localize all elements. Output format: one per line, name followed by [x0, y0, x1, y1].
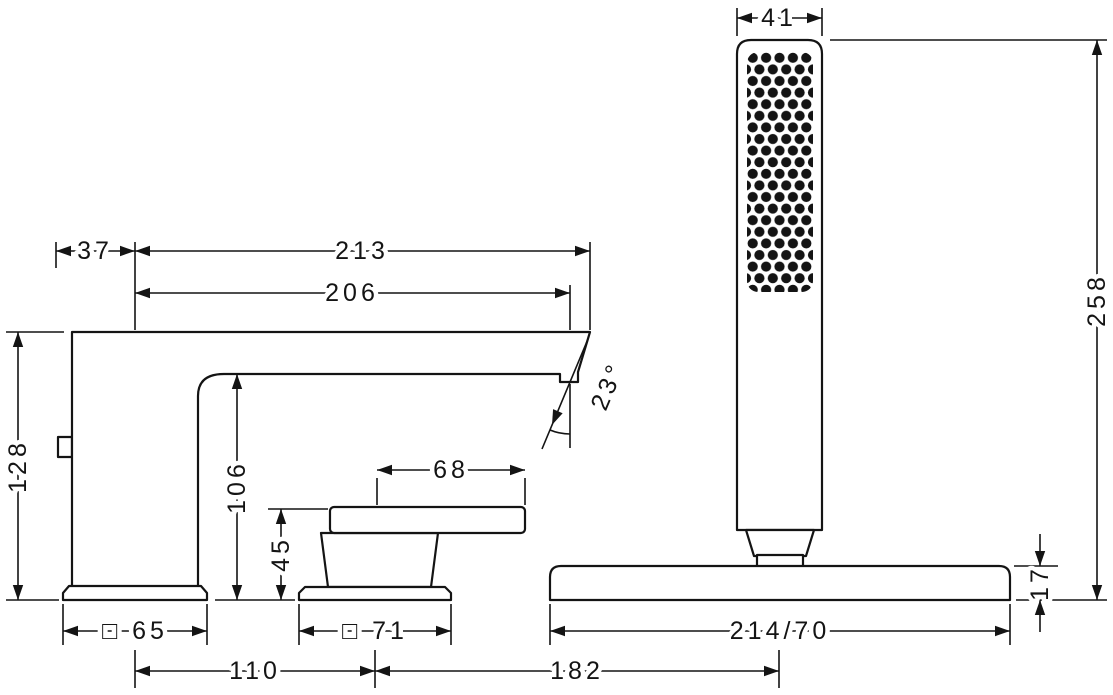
- dim-handle-height: 45: [263, 508, 328, 600]
- handle-lever: [328, 505, 527, 535]
- dim-label-182: 182: [550, 657, 604, 685]
- dim-label-110: 110: [229, 657, 281, 685]
- spray-face-dots: [747, 52, 813, 292]
- dim-plate-size: 214/70: [549, 604, 1011, 650]
- dim-spout-clearance: 106: [215, 374, 295, 601]
- dim-spout-height: 128: [0, 331, 64, 601]
- dim-handle-base: □ 71: [298, 604, 452, 650]
- dim-handshower-width: 41: [736, 0, 823, 37]
- base-plate: [548, 564, 1012, 602]
- spout-base: [61, 584, 209, 602]
- dim-total-height: 258: [830, 39, 1113, 601]
- spout-side-tab: [56, 435, 74, 459]
- dim-label-213: 213: [335, 237, 389, 265]
- handle-base: [297, 585, 453, 602]
- dim-label-plate: 214/70: [730, 617, 830, 645]
- dim-label-128: 128: [4, 439, 32, 493]
- dim-plate-thickness: 17: [1014, 534, 1059, 632]
- dim-label-68: 68: [433, 456, 469, 484]
- spout-assembly: [56, 330, 592, 602]
- dim-label-23deg: 23°: [585, 358, 630, 415]
- handle-assembly: [297, 505, 527, 602]
- handle-body: [319, 531, 440, 589]
- dim-label-base-65: □ 65: [102, 617, 168, 645]
- dim-label-37: 37: [77, 237, 113, 265]
- dim-spout-projection: 213: [134, 233, 591, 330]
- dim-label-base-71: □ 71: [342, 617, 408, 645]
- dim-spout-projection-inner: 206: [135, 275, 571, 330]
- dim-spout-offset: 37: [55, 233, 135, 270]
- dim-label-258: 258: [1083, 273, 1111, 327]
- dim-label-106: 106: [223, 460, 251, 514]
- dim-label-17: 17: [1026, 565, 1054, 601]
- dim-label-206: 206: [325, 279, 379, 307]
- shower-holder: [744, 528, 816, 558]
- dim-spacing-right: 182: [375, 650, 780, 690]
- dim-spout-base: □ 65: [62, 604, 208, 650]
- dim-label-45: 45: [267, 536, 295, 572]
- dim-spacing-left: 110: [134, 650, 376, 690]
- dim-handle-length: 68: [376, 452, 526, 505]
- dim-label-41: 41: [761, 4, 797, 32]
- handshower-assembly: [548, 38, 1012, 602]
- spout-body: [70, 330, 592, 588]
